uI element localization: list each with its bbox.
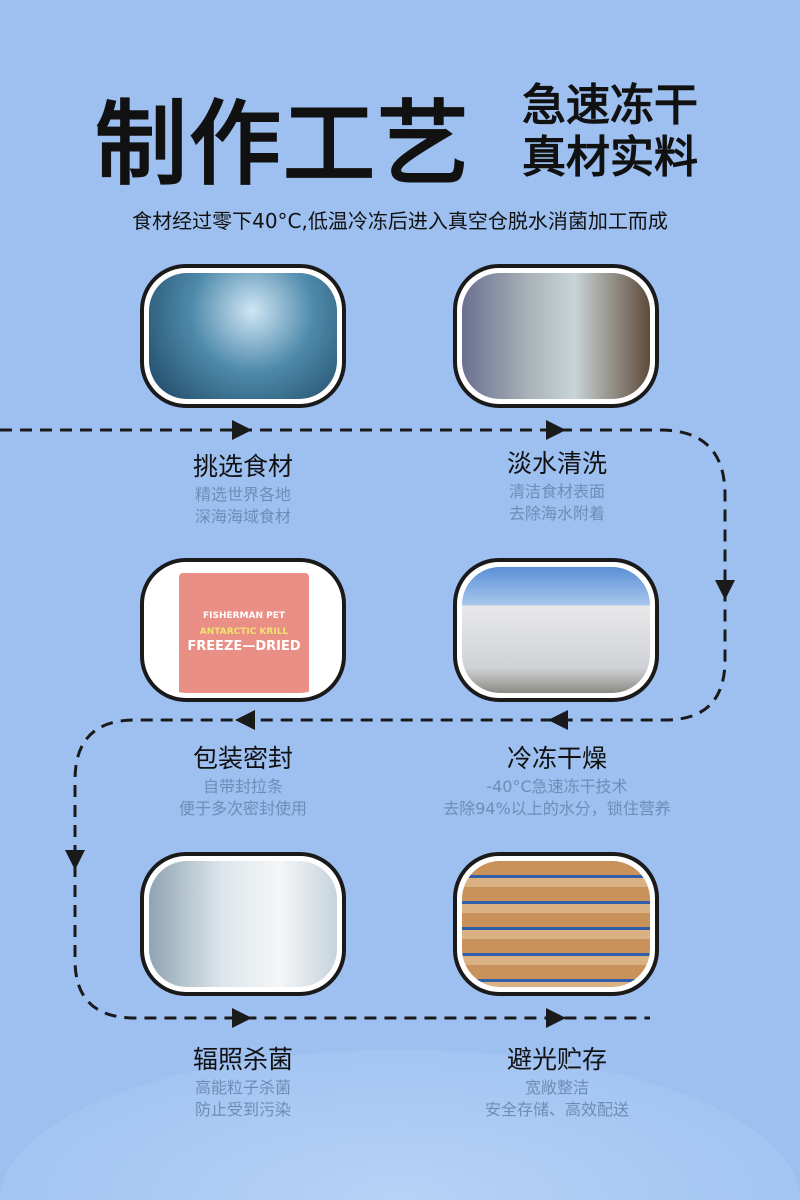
package-product: ANTARCTIC KRILL: [199, 627, 289, 637]
description: 食材经过零下40°C,低温冷冻后进入真空仓脱水消菌加工而成: [132, 209, 668, 233]
package-brand: FISHERMAN PET: [202, 611, 286, 621]
image-washing: [453, 264, 659, 408]
step-storage: 避光贮存宽敞整洁安全存储、高效配送: [484, 1045, 629, 1119]
arrow-right-icon: [232, 420, 252, 440]
subtitle-line-1: 急速冻干: [522, 80, 698, 131]
arrow-down-icon: [715, 580, 735, 600]
image-package: FISHERMAN PET ANTARCTIC KRILL FREEZE—DRIED: [140, 558, 346, 702]
product-package: FISHERMAN PET ANTARCTIC KRILL FREEZE—DRIED: [179, 573, 309, 693]
image-fish-school: [140, 264, 346, 408]
step-freeze-dry: 冷冻干燥-40°C急速冻干技术去除94%以上的水分，锁住营养: [443, 744, 671, 818]
page-title: 制作工艺: [95, 91, 472, 198]
package-label: FREEZE—DRIED: [187, 639, 301, 654]
subtitle-line-2: 真材实料: [522, 132, 698, 183]
step-freshwater-wash: 淡水清洗清洁食材表面去除海水附着: [506, 449, 607, 523]
step-select-ingredients: 挑选食材精选世界各地深海海域食材: [192, 452, 293, 526]
subtitle: 急速冻干真材实料: [522, 80, 698, 184]
image-lab: [140, 852, 346, 996]
arrow-right-icon: [232, 1008, 252, 1028]
step-package-seal: 包装密封自带封拉条便于多次密封使用: [178, 744, 307, 818]
arrow-right-icon: [546, 420, 566, 440]
image-factory: [453, 558, 659, 702]
step-irradiation: 辐照杀菌高能粒子杀菌防止受到污染: [192, 1045, 293, 1119]
arrow-left-icon: [548, 710, 568, 730]
arrow-left-icon: [235, 710, 255, 730]
arrow-right-icon: [546, 1008, 566, 1028]
image-warehouse: [453, 852, 659, 996]
arrow-down-icon: [65, 850, 85, 870]
